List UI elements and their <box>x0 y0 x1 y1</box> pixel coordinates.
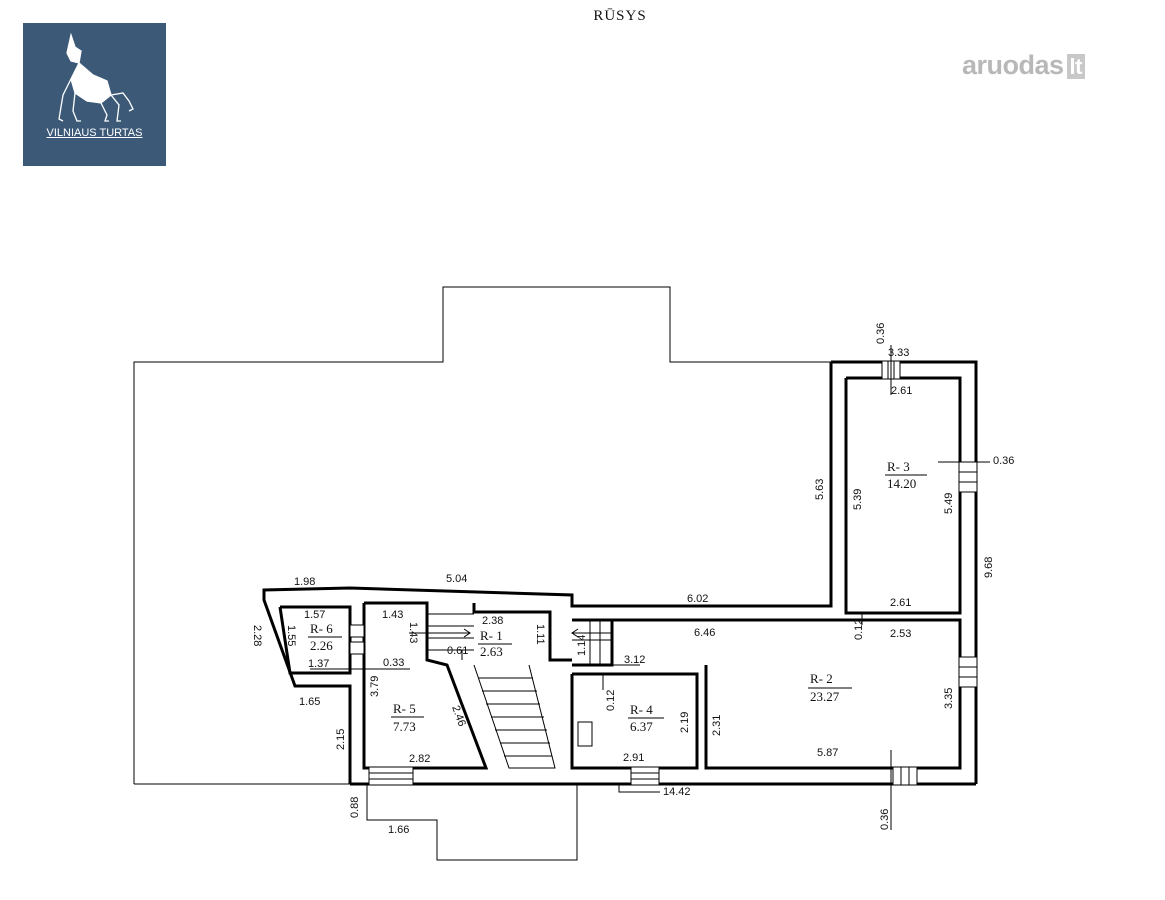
room-r6-area: 2.26 <box>310 638 333 653</box>
room-labels: R- 3 14.20 R- 2 23.27 R- 4 6.37 R- 5 7.7… <box>308 459 927 734</box>
dimension-lines <box>310 345 990 830</box>
dim-label: 14.42 <box>663 786 691 798</box>
brand-name: aruodas <box>962 50 1064 80</box>
dim-label: 1.98 <box>294 576 315 588</box>
dim-label: 1.43 <box>382 609 403 621</box>
room-r2-area: 23.27 <box>810 689 840 704</box>
dim-label: 2.19 <box>679 712 691 733</box>
dim-label: 3.12 <box>624 654 645 666</box>
dim-label: 2.53 <box>890 628 911 640</box>
logo-text: VILNIAUS TURTAS <box>46 127 143 139</box>
dim-label: 2.38 <box>482 615 503 627</box>
room-r5-label: R- 5 <box>393 701 416 716</box>
room-r6-label: R- 6 <box>310 621 333 636</box>
dim-label: 6.46 <box>694 627 715 639</box>
outer-building-outline <box>133 286 831 861</box>
room-r1-label: R- 1 <box>480 628 503 643</box>
room-r1-area: 2.63 <box>480 644 503 659</box>
room-r4-label: R- 4 <box>630 702 653 717</box>
dim-label: 1.65 <box>299 696 320 708</box>
dim-label: 1.14 <box>576 635 588 656</box>
dim-label: 2.28 <box>251 625 263 646</box>
dim-label: 1.11 <box>534 624 546 645</box>
room-r3-label: R- 3 <box>887 459 910 474</box>
dim-label: 5.49 <box>943 493 955 514</box>
dim-label: 5.39 <box>852 489 864 510</box>
dim-label: 1.57 <box>304 609 325 621</box>
wolf-icon <box>58 32 134 122</box>
dim-label: 0.12 <box>853 619 865 640</box>
dim-label: 0.33 <box>383 657 404 669</box>
dim-label: 3.79 <box>369 676 381 697</box>
vilniaus-turtas-logo: VILNIAUS TURTAS <box>23 23 166 166</box>
windows <box>349 360 978 786</box>
dim-label: 5.63 <box>814 479 826 500</box>
dim-label: 2.46 <box>449 704 468 728</box>
dim-label: 2.61 <box>891 385 912 397</box>
dimension-labels: 3.33 2.61 0.36 1.98 5.04 6.02 2.61 1.57 … <box>294 347 1014 836</box>
dim-label: 2.15 <box>335 729 347 750</box>
dim-label: 1.43 <box>407 622 419 643</box>
dim-label: 2.91 <box>623 752 644 764</box>
dim-label: 3.35 <box>943 688 955 709</box>
room-r2-label: R- 2 <box>810 671 833 686</box>
dim-label: 9.68 <box>983 557 995 578</box>
dim-label: 0.36 <box>993 455 1014 467</box>
dim-label: 5.87 <box>817 747 838 759</box>
dim-label: 0.36 <box>879 809 891 830</box>
dim-label: 2.31 <box>711 715 723 736</box>
room-r5-area: 7.73 <box>393 719 416 734</box>
dim-label: 0.12 <box>605 690 617 711</box>
dim-label: 5.04 <box>446 573 467 585</box>
dim-label: 0.61 <box>447 645 468 657</box>
dimension-labels-vertical: 0.36 5.63 5.39 5.49 9.68 0.12 2.28 1.55 … <box>251 323 995 830</box>
plan-title: RŪSYS <box>593 8 647 24</box>
room-r4-area: 6.37 <box>630 719 653 734</box>
dim-label: 2.61 <box>890 597 911 609</box>
brand-tld: lt <box>1066 54 1085 79</box>
staircase <box>409 613 612 769</box>
dim-label: 2.82 <box>409 753 430 765</box>
dim-label: 0.36 <box>875 323 887 344</box>
room-r3-area: 14.20 <box>887 476 916 491</box>
dim-label: 1.37 <box>308 658 329 670</box>
dim-label: 1.55 <box>285 625 297 646</box>
walls <box>262 360 978 786</box>
dim-label: 3.33 <box>888 347 909 359</box>
dim-label: 0.88 <box>349 797 361 818</box>
dim-label: 6.02 <box>687 593 708 605</box>
dim-label: 1.66 <box>388 824 409 836</box>
